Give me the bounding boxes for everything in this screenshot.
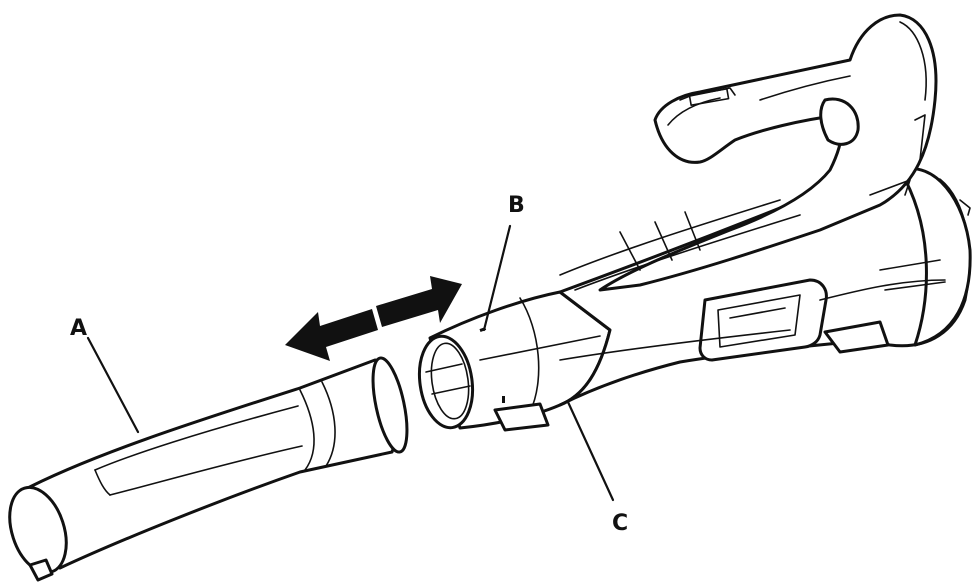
label-c: C xyxy=(612,511,628,536)
callout-leaders xyxy=(86,224,615,502)
label-b: B xyxy=(508,193,525,218)
leader-c xyxy=(566,400,615,502)
leader-b xyxy=(482,224,512,332)
leader-a xyxy=(86,336,140,434)
label-a: A xyxy=(70,316,87,341)
blower-body-c xyxy=(417,13,972,432)
blower-tube-a xyxy=(8,356,409,582)
double-arrow-icon xyxy=(285,276,462,361)
